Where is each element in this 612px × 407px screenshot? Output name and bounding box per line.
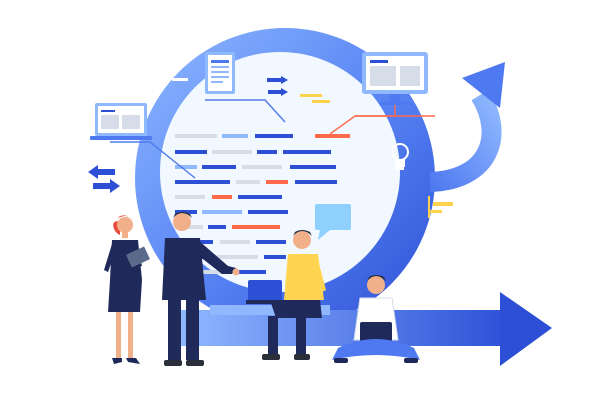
arrows-left-right-icon <box>267 76 288 96</box>
chat-bubble-icon <box>315 204 351 240</box>
laptop-monitor-icon <box>90 103 152 140</box>
big-forward-arrow-icon <box>180 292 552 366</box>
curved-arrow-icon <box>429 62 505 192</box>
code-lines <box>175 134 350 274</box>
desktop-monitor-icon <box>362 52 428 105</box>
flag-icon <box>428 196 453 218</box>
man-cross-legged-with-laptop <box>332 275 420 363</box>
lightbulb-icon <box>391 143 409 170</box>
man-sitting-with-laptop <box>210 230 330 360</box>
arrows-left-right-icon-left <box>88 165 120 193</box>
connector-lines <box>110 99 435 179</box>
yellow-marks <box>300 94 330 103</box>
man-in-suit-pointing <box>162 212 240 366</box>
document-card-icon <box>172 52 235 94</box>
woman-with-tablet <box>104 215 150 364</box>
